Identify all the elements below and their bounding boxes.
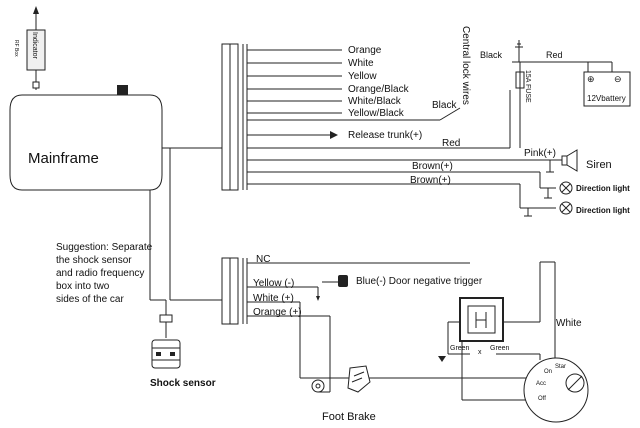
direction-light-icon: Direction light — [544, 181, 630, 199]
green-wire-label: Green — [490, 345, 510, 352]
nc-label: NC — [256, 254, 270, 265]
green-wire-label: Green — [450, 345, 470, 352]
wire-label: Orange — [348, 45, 382, 56]
orange-wire-label: Orange (+) — [253, 307, 302, 318]
relay-icon — [459, 297, 504, 342]
central-lock-label: Central lock wires — [460, 26, 471, 105]
ignition-acc-label: Acc — [536, 381, 546, 387]
siren-label: Siren — [586, 159, 612, 171]
direction-light-label: Direction light — [576, 184, 630, 193]
brown-wire-label: Brown(+) — [410, 175, 451, 186]
battery-plus-icon: ⊕ — [587, 74, 595, 84]
svg-text:the shock sensor: the shock sensor — [56, 255, 132, 266]
black-wire-label: Black — [480, 50, 503, 60]
red-wire-label: Red — [546, 50, 563, 60]
pink-wire-label: Pink(+) — [524, 148, 556, 159]
x-label: x — [478, 349, 482, 356]
direction-light-icon: Direction light — [524, 201, 630, 217]
yellow-wire-label: Yellow (-) — [253, 278, 294, 289]
svg-text:and radio frequency: and radio frequency — [56, 268, 144, 279]
wire-label: White — [348, 58, 374, 69]
bottom-wires — [247, 261, 556, 401]
indicator-label: Indicator — [31, 32, 38, 60]
top-wires — [247, 49, 562, 209]
wire-label: Yellow — [348, 71, 377, 82]
ignition-off-label: Off — [538, 396, 546, 402]
wire-label: Yellow/Black — [348, 108, 405, 119]
direction-light-label: Direction light — [576, 206, 630, 215]
svg-text:box into two: box into two — [56, 281, 110, 292]
central-lock-section: Central lock wires Black Black Red ⊕ ⊖ 1… — [432, 26, 631, 148]
top-wire-labels: Orange White Yellow Orange/Black White/B… — [348, 45, 460, 186]
wire-label: White/Black — [348, 96, 402, 107]
bottom-connector — [221, 257, 248, 325]
bulb-icon — [311, 379, 325, 393]
battery-label: 12Vbattery — [587, 94, 626, 103]
mainframe-label: Mainframe — [28, 150, 99, 167]
black-wire-label: Black — [432, 100, 457, 111]
white-wire-label: White — [556, 318, 582, 329]
svg-text:sides of the car: sides of the car — [56, 294, 124, 305]
door-trigger-icon: Blue(-) Door negative trigger — [338, 275, 483, 287]
rf-box-label: RF Box — [13, 40, 19, 57]
suggestion-text: Suggestion: Separate the shock sensor an… — [56, 242, 153, 305]
shock-sensor-label: Shock sensor — [150, 378, 216, 389]
foot-brake-label: Foot Brake — [322, 411, 376, 423]
wire-label: Orange/Black — [348, 84, 410, 95]
indicator-box: Indicator RF Box — [13, 29, 46, 90]
mainframe-box: Mainframe — [9, 85, 163, 191]
siren-icon: Pink(+) Siren — [524, 148, 612, 173]
svg-text:Suggestion: Separate: Suggestion: Separate — [56, 242, 153, 253]
brown-wire-label: Brown(+) — [412, 161, 453, 172]
foot-brake-pedal-icon — [347, 365, 371, 393]
bottom-wire-labels: NC Yellow (-) White (+) Orange (+) — [253, 254, 302, 318]
top-connector — [221, 43, 248, 191]
ignition-switch-icon: Star On Acc Off — [523, 357, 589, 423]
ignition-start-label: Star — [555, 364, 566, 370]
fuse-label: 15A FUSE — [524, 70, 531, 103]
shock-sensor: Shock sensor — [149, 190, 216, 389]
ignition-on-label: On — [544, 369, 552, 375]
battery-minus-icon: ⊖ — [614, 74, 622, 84]
white-wire-label: White (+) — [253, 293, 294, 304]
red-wire-label: Red — [442, 138, 460, 149]
door-trigger-label: Blue(-) Door negative trigger — [356, 276, 483, 287]
release-trunk-label: Release trunk(+) — [348, 130, 422, 141]
